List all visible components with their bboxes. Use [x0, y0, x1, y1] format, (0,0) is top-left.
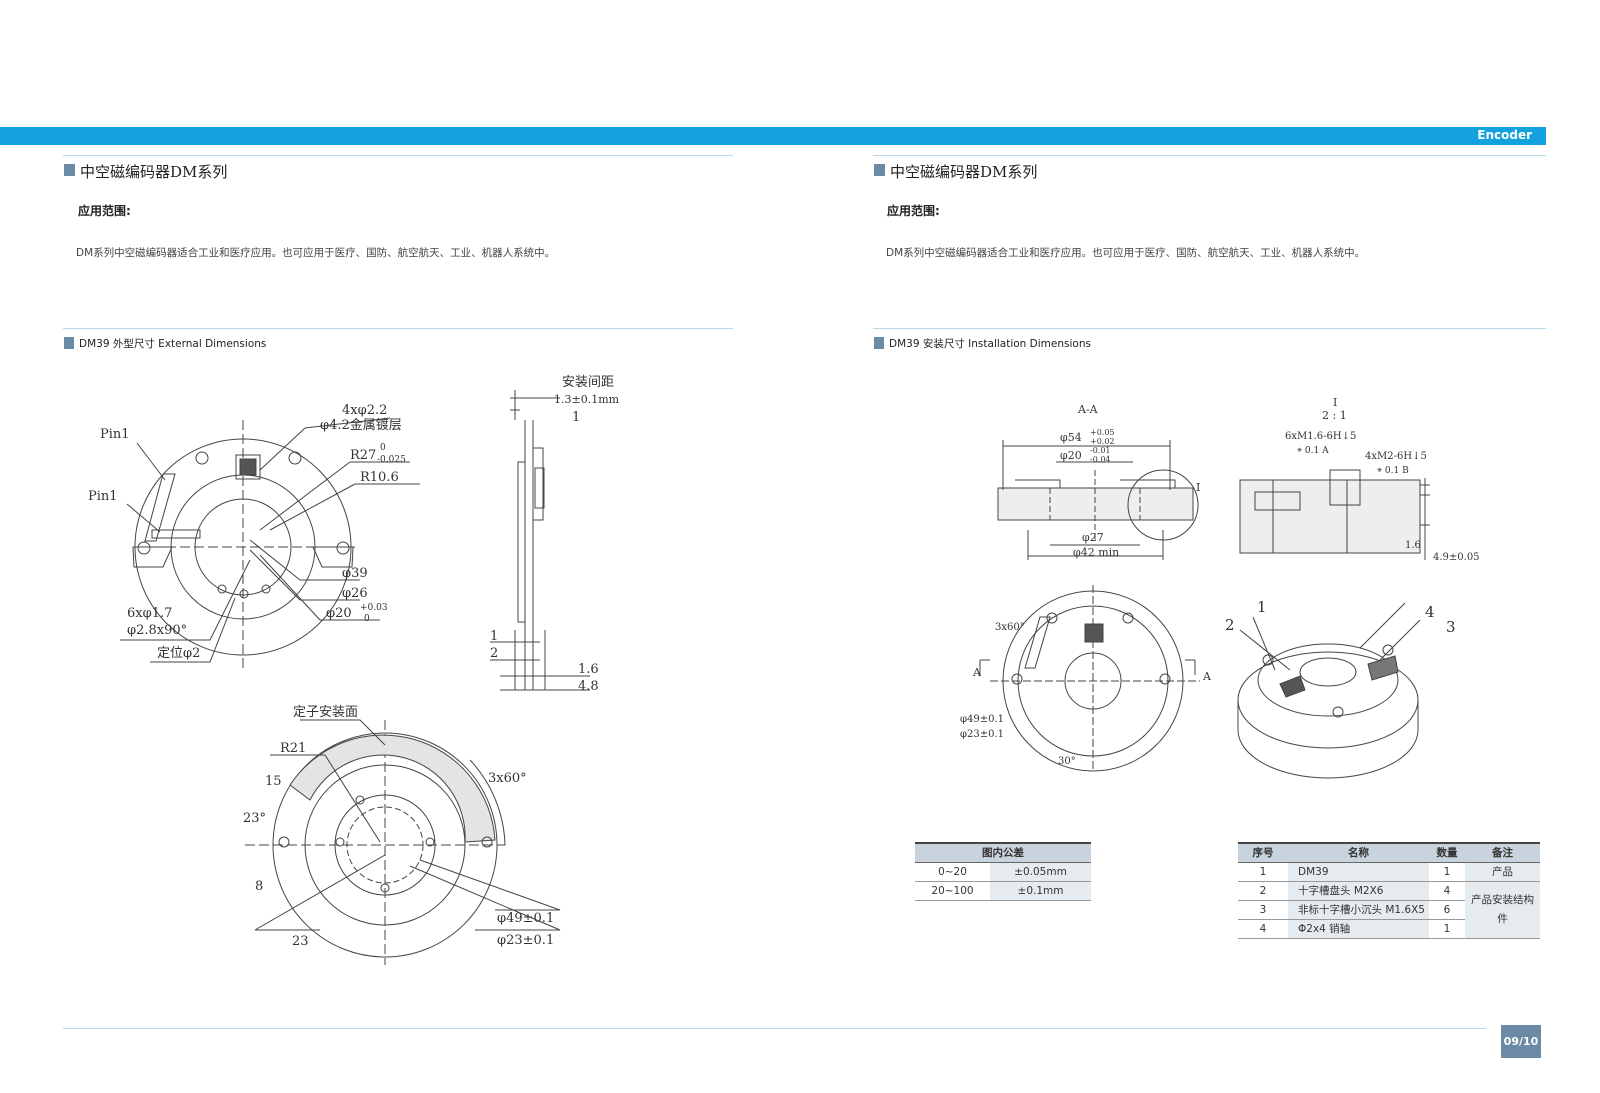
scale-top: I [1333, 396, 1337, 409]
thread2-label: 4xM2-6H↓5 [1365, 451, 1427, 462]
r27-tol-up: 0 [380, 443, 386, 453]
h49-label: 4.9±0.05 [1433, 552, 1480, 563]
left-section-title: 中空磁编码器DM系列 [64, 161, 227, 182]
left-dim-title: DM39 外型尺寸 External Dimensions [64, 336, 266, 351]
pin1-a-label: Pin1 [100, 427, 130, 442]
callout-4: 4 [1425, 603, 1435, 621]
col-no: 序号 [1238, 842, 1288, 863]
mark-a2: A [1202, 670, 1212, 683]
table-row: 3 非标十字槽小沉头 M1.6X5 6 [1238, 900, 1540, 920]
side-1b: 1 [490, 629, 498, 644]
table-row: 20~100 ±0.1mm [915, 881, 1091, 901]
gd2-label: ⌖ 0.1 B [1377, 466, 1409, 476]
thread1-label: 6xM1.6-6H↓5 [1285, 431, 1356, 442]
footer-divider [63, 1028, 1486, 1029]
right-divider-top [873, 155, 1546, 156]
r21-label: R21 [280, 741, 306, 756]
mark-i: I [1196, 481, 1200, 494]
angle-3x60-r: 3x60° [995, 622, 1025, 633]
angle-23: 23° [243, 811, 266, 826]
d54-up: +0.05 [1090, 428, 1115, 437]
d20i-dn: -0.04 [1090, 455, 1111, 464]
gap-label: 安装间距 [562, 375, 614, 390]
d49-r-label: φ49±0.1 [960, 714, 1004, 725]
table-row: 0~20 ±0.05mm [915, 862, 1091, 882]
d23-label: φ23±0.1 [497, 933, 554, 948]
r27-tol-dn: -0.025 [377, 455, 406, 465]
h16-label: 1.6 [1405, 540, 1421, 551]
side-4-8: 4.8 [578, 679, 599, 694]
right-dim-title: DM39 安装尺寸 Installation Dimensions [874, 336, 1091, 351]
header-label: Encoder [1477, 128, 1532, 142]
tolerance-table: 图内公差 0~20 ±0.05mm 20~100 ±0.1mm [915, 842, 1091, 901]
d20i-label: φ20 [1060, 449, 1082, 462]
right-divider-mid [873, 328, 1546, 329]
left-divider-mid [63, 328, 733, 329]
side-1-6: 1.6 [578, 662, 599, 677]
d54-label: φ54 [1060, 431, 1082, 444]
gap-value: 1.3±0.1mm [554, 393, 620, 406]
angle-8: 8 [255, 879, 263, 894]
table-row: 4 Φ2x4 销轴 1 [1238, 919, 1540, 939]
col-name: 名称 [1288, 842, 1429, 863]
external-dimensions-drawing: Pin1 Pin1 4xφ2.2 φ4.2金属镀层 R27 0 -0.025 R… [88, 375, 620, 965]
angle-15: 15 [265, 774, 282, 789]
side-2: 2 [490, 646, 498, 661]
installation-dimensions-drawing: A-A φ54 +0.05 +0.02 φ20 -0.01 -0.04 φ27 … [960, 396, 1480, 779]
chamfer-label: φ2.8x90° [127, 623, 187, 638]
right-section-title: 中空磁编码器DM系列 [874, 161, 1037, 182]
pin1-b-label: Pin1 [88, 489, 118, 504]
hole4-label: 4xφ2.2 [342, 403, 387, 418]
right-app-text: DM系列中空磁编码器适合工业和医疗应用。也可应用于医疗、国防、航空航天、工业、机… [886, 247, 1366, 259]
d23-r-label: φ23±0.1 [960, 729, 1004, 740]
left-divider-top [63, 155, 733, 156]
left-app-text: DM系列中空磁编码器适合工业和医疗应用。也可应用于医疗、国防、航空航天、工业、机… [76, 247, 556, 259]
callout-3: 3 [1446, 618, 1456, 636]
d54-dn: +0.02 [1090, 437, 1115, 446]
callout-1: 1 [1257, 598, 1267, 616]
plating-label: φ4.2金属镀层 [320, 417, 402, 433]
r27-label: R27 [350, 448, 376, 463]
len-23: 23 [292, 934, 309, 949]
gd1-label: ⌖ 0.1 A [1297, 446, 1329, 456]
header-bar: Encoder [0, 127, 1546, 145]
mark-a1: A [972, 666, 982, 679]
scale-label: 2 : 1 [1322, 409, 1347, 422]
d20-tol-dn: 0 [364, 614, 370, 624]
tolerance-header: 图内公差 [915, 842, 1091, 863]
angle-30: 30° [1058, 756, 1076, 767]
d26-label: φ26 [342, 586, 368, 601]
parts-table: 序号 名称 数量 备注 1 DM39 1 产品 2 十字槽盘头 M2X6 4 产… [1238, 842, 1540, 939]
callout-2: 2 [1225, 616, 1235, 634]
locate-label: 定位φ2 [157, 646, 200, 661]
right-app-heading: 应用范围: [887, 204, 940, 218]
d49-label: φ49±0.1 [497, 911, 554, 926]
holes6-label: 6xφ1.7 [127, 606, 172, 621]
angle-3x60: 3x60° [488, 771, 527, 786]
page-number: 09/10 [1501, 1025, 1541, 1058]
d42-label: φ42 min [1073, 546, 1119, 559]
section-aa-label: A-A [1077, 403, 1099, 416]
d20-label: φ20 [326, 606, 352, 621]
col-note: 备注 [1465, 842, 1540, 863]
stator-label: 定子安装面 [293, 705, 358, 720]
side-1a: 1 [572, 410, 580, 425]
left-app-heading: 应用范围: [78, 204, 131, 218]
col-qty: 数量 [1429, 842, 1465, 863]
d27-label: φ27 [1082, 531, 1104, 544]
d20-tol-up: +0.03 [360, 603, 388, 613]
d20i-up: -0.01 [1090, 446, 1111, 455]
r106-label: R10.6 [360, 470, 399, 485]
table-row: 2 十字槽盘头 M2X6 4 产品安装结构件 [1238, 881, 1540, 939]
table-row: 1 DM39 1 产品 [1238, 862, 1540, 882]
d39-label: φ39 [342, 566, 368, 581]
